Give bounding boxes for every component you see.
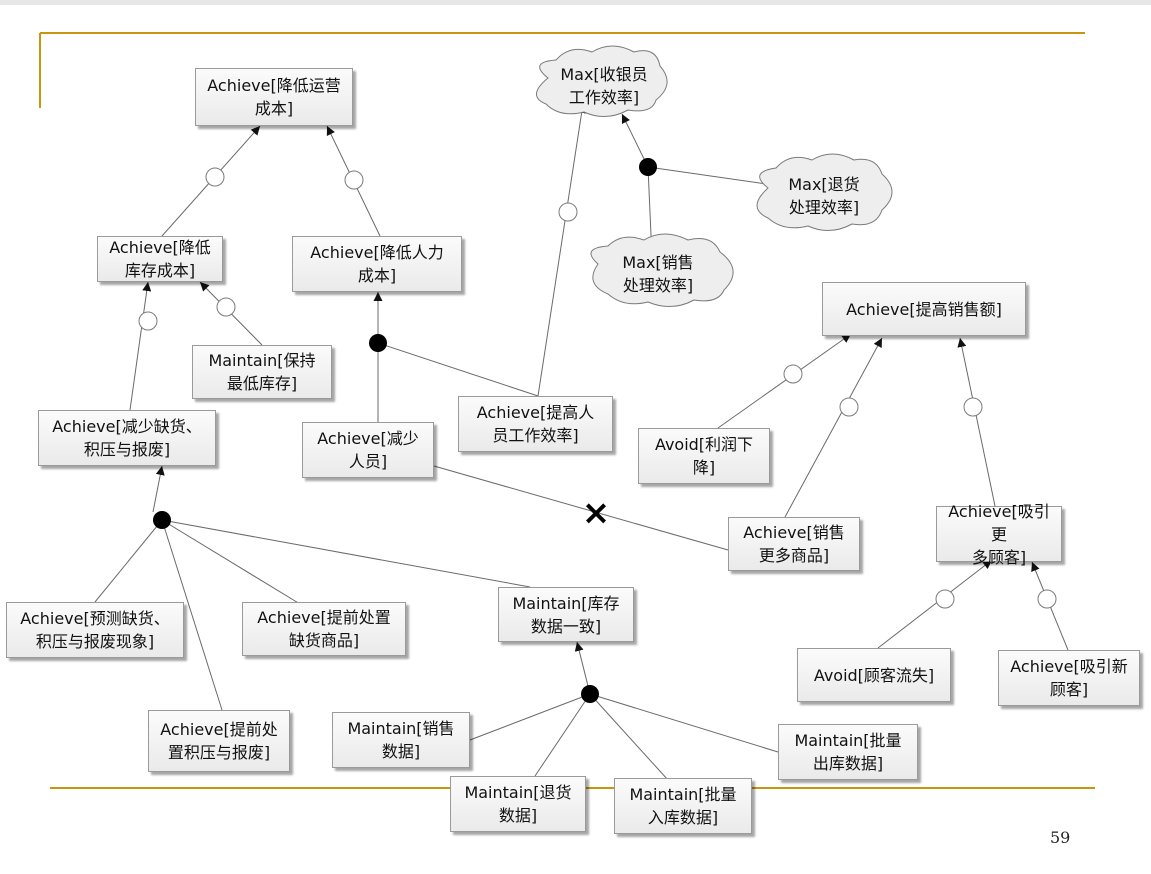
- refinement-circle: [138, 311, 158, 331]
- goal-maintain-return-data: Maintain[退货 数据]: [450, 776, 586, 832]
- goal-reduce-labor-cost: Achieve[降低人力 成本]: [292, 236, 462, 292]
- and-dot: [639, 158, 657, 176]
- goal-attract-new-customers: Achieve[吸引新 顾客]: [998, 650, 1140, 706]
- refinement-circle: [216, 297, 236, 317]
- slide-number: 59: [1050, 828, 1071, 847]
- refinement-circle: [344, 170, 364, 190]
- goal-preprocess-shortage: Achieve[提前处置 缺货商品]: [242, 602, 406, 656]
- goal-preprocess-waste: Achieve[提前处 置积压与报废]: [148, 710, 290, 772]
- goal-reduce-shortage-waste: Achieve[减少缺货、 积压与报废]: [38, 410, 216, 466]
- goal-avoid-profit-drop: Avoid[利润下 降]: [638, 428, 770, 484]
- goal-avoid-customer-loss: Avoid[顾客流失]: [797, 648, 951, 702]
- refinement-circle: [1037, 589, 1057, 609]
- goal-sell-more-goods: Achieve[销售 更多商品]: [728, 517, 860, 571]
- goal-reduce-operating-cost: Achieve[降低运营 成本]: [195, 68, 353, 126]
- connector-lines: [94, 103, 1069, 781]
- goal-consistent-inventory: Maintain[库存 数据一致]: [498, 587, 634, 642]
- and-refinement-dots: [153, 158, 657, 703]
- and-dot: [581, 685, 599, 703]
- conflict-mark: ×: [582, 493, 611, 533]
- top-bar: [0, 0, 1151, 5]
- refinement-circle: [839, 397, 859, 417]
- and-dot: [369, 334, 387, 352]
- goal-maintain-min-inventory: Maintain[保持 最低库存]: [192, 345, 332, 399]
- refinement-circles: [138, 167, 1057, 609]
- cloud-shape: [590, 233, 734, 307]
- goal-increase-sales: Achieve[提高销售额]: [822, 282, 1026, 336]
- goal-predict-shortage: Achieve[预测缺货、 积压与报废现象]: [6, 602, 184, 658]
- goal-maintain-batch-outbound: Maintain[批量 出库数据]: [778, 724, 918, 780]
- goal-maintain-batch-inbound: Maintain[批量 入库数据]: [614, 778, 752, 834]
- refinement-circle: [963, 397, 983, 417]
- refinement-circle: [783, 364, 803, 384]
- cloud-shape: [756, 153, 893, 231]
- goal-maintain-sales-data: Maintain[销售 数据]: [332, 712, 470, 768]
- and-dot: [153, 511, 171, 529]
- refinement-circle: [558, 202, 578, 222]
- goal-reduce-staff: Achieve[减少 人员]: [302, 422, 434, 478]
- goal-improve-staff-efficiency: Achieve[提高人 员工作效率]: [458, 396, 613, 452]
- cloud-shape: [536, 45, 668, 117]
- refinement-circle: [935, 589, 955, 609]
- refinement-circle: [205, 167, 225, 187]
- soft-goal-clouds: [536, 45, 893, 307]
- goal-attract-more-customers: Achieve[吸引更 多顾客]: [936, 502, 1062, 567]
- goal-reduce-inventory-cost: Achieve[降低 库存成本]: [97, 236, 223, 282]
